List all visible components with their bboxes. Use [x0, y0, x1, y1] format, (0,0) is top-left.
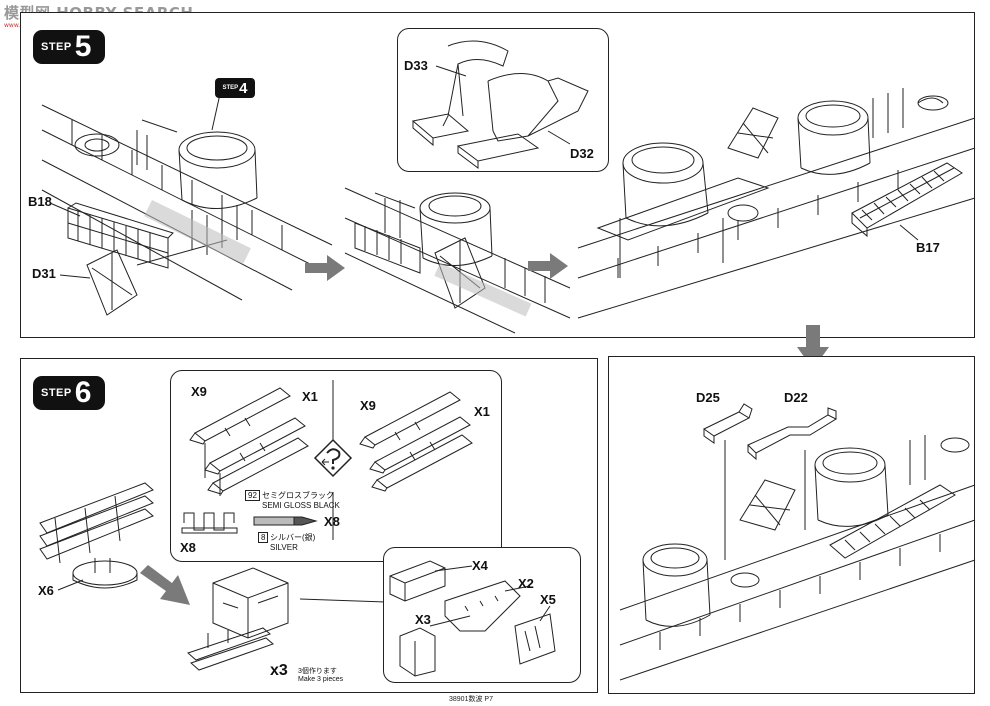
d22-part [747, 407, 838, 461]
d31-leader-line [59, 274, 91, 279]
label-x8-a: X8 [180, 540, 196, 555]
paint-silver-en: SILVER [270, 543, 298, 552]
label-x1-a: X1 [302, 389, 318, 404]
b17-leader-line [899, 224, 919, 241]
step6-word: STEP [41, 387, 72, 399]
x6-launcher-assembly [39, 482, 154, 589]
label-x1-b: X1 [474, 404, 490, 419]
d25-part [703, 403, 753, 444]
page-footer-code: 38901数波 P7 [449, 696, 493, 703]
d25-d22-ship-diagram [619, 435, 976, 681]
b18-part [67, 202, 174, 269]
step5-arrow-right-1 [305, 255, 345, 281]
step6-badge: STEP 6 [33, 376, 105, 410]
label-d32: D32 [570, 146, 594, 161]
step4-word: STEP [222, 85, 239, 91]
label-x9-b: X9 [360, 398, 376, 413]
label-d33: D33 [404, 58, 428, 73]
step5-arrow-right-2 [528, 253, 568, 279]
x2-x5-parts [389, 560, 556, 677]
x6-leader-line [57, 579, 84, 591]
d32-d33-parts [411, 40, 589, 169]
paint-semi-gloss-en: SEMI GLOSS BLACK [262, 501, 340, 510]
label-x6: X6 [38, 583, 54, 598]
paint-silver-jp: シルバー(銀) [270, 533, 316, 542]
torpedo-launcher-assembly [187, 567, 289, 671]
x9-x1-assembly-b [359, 391, 473, 492]
label-x3: X3 [415, 612, 431, 627]
assembly-leader-line [299, 598, 386, 603]
paint-semi-gloss-number: 92 [245, 490, 260, 501]
label-x5: X5 [540, 592, 556, 607]
paint-silver-number: 8 [258, 532, 269, 543]
step5-ship-diagram-3 [577, 88, 976, 319]
step6-number: 6 [74, 376, 92, 409]
label-x8-b: X8 [324, 514, 340, 529]
b17-part [851, 162, 963, 238]
step6-arrow-diagonal [140, 565, 190, 605]
label-d22: D22 [784, 390, 808, 405]
multiplier-en: Make 3 pieces [298, 676, 344, 683]
step4-number: 4 [239, 79, 248, 97]
paint-semi-gloss-jp: セミグロスブラック [262, 491, 334, 500]
label-b18: B18 [28, 194, 52, 209]
multiplier-jp: 3個作ります [298, 668, 337, 675]
option-divider [332, 380, 334, 540]
label-b17: B17 [916, 240, 940, 255]
step5-badge: STEP 5 [33, 30, 105, 64]
label-x4: X4 [472, 558, 488, 573]
label-d31: D31 [32, 266, 56, 281]
d25-d22-detail-panel [608, 356, 975, 694]
b18-leader-line [49, 202, 81, 217]
x9-x1-assembly-a [189, 387, 309, 496]
label-x2: X2 [518, 576, 534, 591]
step5-word: STEP [41, 41, 72, 53]
label-x9-a: X9 [191, 384, 207, 399]
step5-ship-diagram-2 [344, 187, 571, 334]
multiplier-count: x3 [270, 662, 288, 679]
x8-parts-a [181, 512, 238, 534]
step5-number: 5 [74, 30, 92, 63]
step4-reference-badge: STEP 4 [215, 78, 255, 98]
option-choice-icon [313, 438, 353, 478]
x8-painted-part [253, 516, 318, 526]
label-d25: D25 [696, 390, 720, 405]
d32-d33-detail-box [397, 28, 609, 172]
step5-ship-diagram-1 [41, 84, 333, 316]
